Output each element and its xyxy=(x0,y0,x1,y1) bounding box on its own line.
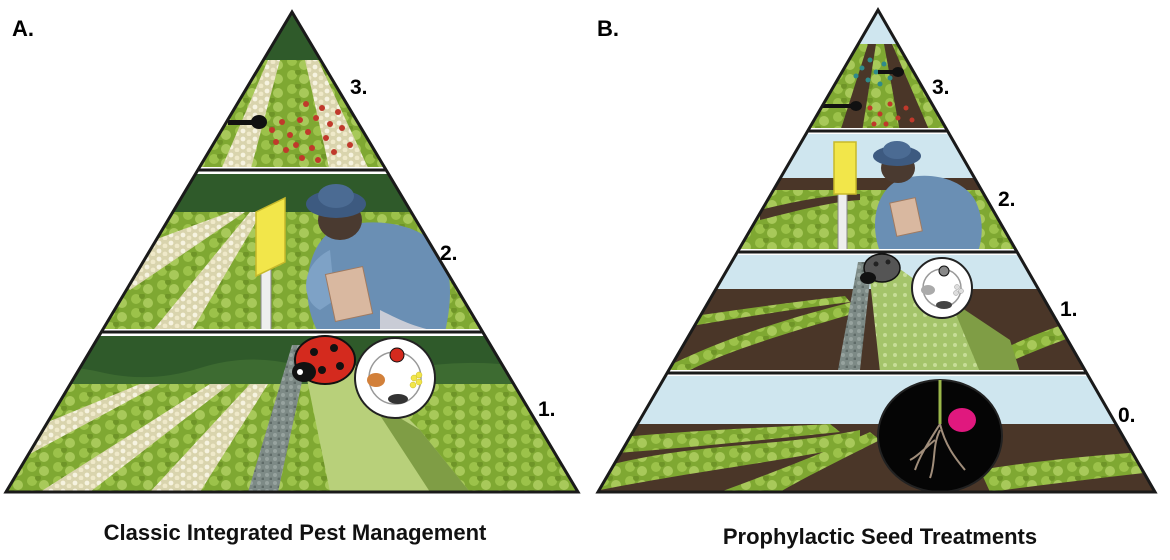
beetle-icon xyxy=(860,253,901,284)
roots xyxy=(909,423,966,479)
beetle-bank-strip xyxy=(838,262,872,370)
panel-b-letter: B. xyxy=(597,16,619,41)
panel-a-tier-1-label: 1. xyxy=(538,398,556,421)
seed-root-inset xyxy=(877,379,1003,492)
sky xyxy=(598,374,1155,424)
clipboard xyxy=(324,265,374,323)
lifecycle-inset xyxy=(354,337,436,419)
panel-b-tier-3-label: 3. xyxy=(932,76,950,99)
spray-nozzle-icon xyxy=(822,101,862,111)
panel-a-caption: Classic Integrated Pest Management xyxy=(103,520,487,545)
pyramid-outline xyxy=(3,9,581,494)
seed-icon xyxy=(948,408,976,432)
panel-b-pyramid xyxy=(595,7,1158,494)
scout-person xyxy=(873,141,982,252)
scout-person xyxy=(306,184,450,334)
panel-b-caption: Prophylactic Seed Treatments xyxy=(722,524,1038,549)
spray-nozzle-icon xyxy=(878,67,904,77)
pyramid-outline xyxy=(595,7,1158,494)
yellow-sticky-trap xyxy=(833,141,857,195)
trap-post xyxy=(837,189,848,253)
panel-b-tier-0-scene xyxy=(598,374,1155,492)
pest-infestation-red xyxy=(867,101,915,127)
panel-a-tier-2-scene xyxy=(6,172,578,335)
ladybug-icon xyxy=(292,335,356,385)
pest-infestation xyxy=(269,101,353,163)
panel-b-tier-2-scene xyxy=(598,132,1155,253)
treeline xyxy=(6,172,578,212)
pest-infestation-teal xyxy=(853,57,893,87)
sky xyxy=(598,10,1155,44)
panel-a-pyramid xyxy=(3,9,581,494)
panel-a-tier-2-label: 2. xyxy=(440,242,458,265)
panel-b-tier-3-scene xyxy=(598,10,1155,132)
panel-a-letter: A. xyxy=(12,16,34,41)
spray-nozzle-icon xyxy=(228,115,267,129)
beetle-bank-strip xyxy=(248,345,310,492)
panel-b-tier-2-label: 2. xyxy=(998,188,1016,211)
clipboard xyxy=(889,197,923,237)
treeline xyxy=(6,12,578,60)
panel-b-tier-0-label: 0. xyxy=(1118,404,1136,427)
lifecycle-inset xyxy=(911,257,973,319)
yellow-sticky-trap xyxy=(255,196,286,278)
panel-b-tier-1-label: 1. xyxy=(1060,298,1078,321)
panel-a-tier-3-label: 3. xyxy=(350,76,368,99)
